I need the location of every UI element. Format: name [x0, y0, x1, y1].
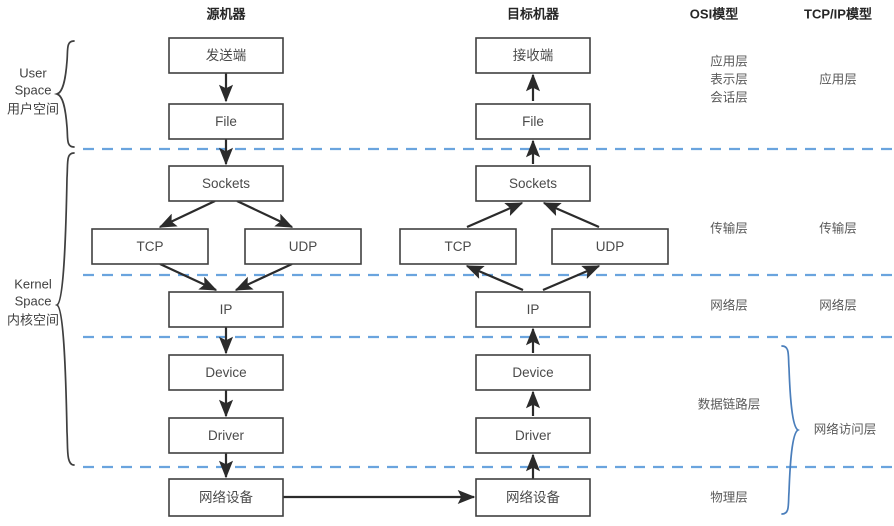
node-src-tcp-label: TCP	[137, 239, 164, 254]
flow-dst-udp-to-sockets	[542, 201, 600, 229]
node-src-device[interactable]: Device	[168, 354, 284, 391]
osi-layer-transport: 传输层	[710, 220, 748, 235]
node-src-file-label: File	[215, 114, 237, 129]
node-dst-driver[interactable]: Driver	[475, 417, 591, 454]
node-dst-ip-label: IP	[527, 302, 540, 317]
tcpip-layer-application: 应用层	[819, 71, 857, 86]
user-space-label-line2: Space	[15, 82, 52, 97]
osi-application-line1: 应用层	[710, 53, 748, 68]
node-src-ip[interactable]: IP	[168, 291, 284, 328]
flow-src-tcp-to-ip	[159, 263, 218, 291]
node-src-sockets-label: Sockets	[202, 176, 250, 191]
tcpip-layer-internet: 网络层	[819, 297, 857, 312]
node-src-netdev-label: 网络设备	[199, 489, 253, 505]
brace-user-space	[53, 40, 75, 148]
node-dst-sockets-label: Sockets	[509, 176, 557, 191]
node-src-ip-label: IP	[220, 302, 233, 317]
header-tcpip-model: TCP/IP模型	[804, 6, 872, 21]
osi-application-line3: 会话层	[710, 90, 748, 104]
tcpip-layer-network-access: 网络访问层	[814, 421, 877, 436]
kernel-space-label-line1: Kernel	[14, 276, 52, 291]
node-dst-device[interactable]: Device	[475, 354, 591, 391]
header-source-machine: 源机器	[206, 6, 246, 21]
node-dst-file[interactable]: File	[475, 103, 591, 140]
node-dst-ip[interactable]: IP	[475, 291, 591, 328]
flow-dst-ip-to-udp	[542, 264, 601, 292]
flow-src-sockets-to-udp	[236, 200, 294, 228]
node-dst-receiver-label: 接收端	[513, 47, 554, 63]
flow-dst-tcp-to-sockets	[466, 201, 524, 229]
node-dst-file-label: File	[522, 114, 544, 129]
node-dst-udp-label: UDP	[596, 239, 625, 254]
node-dst-driver-label: Driver	[515, 428, 552, 443]
brace-network-access	[781, 345, 800, 515]
node-src-driver[interactable]: Driver	[168, 417, 284, 454]
node-dst-tcp-label: TCP	[445, 239, 472, 254]
flow-src-udp-to-ip	[234, 263, 293, 291]
node-src-udp[interactable]: UDP	[244, 228, 362, 265]
user-space-label-line3: 用户空间	[7, 101, 59, 116]
osi-application-line2: 表示层	[710, 72, 748, 86]
flow-src-sockets-to-tcp	[158, 200, 216, 228]
node-src-netdev[interactable]: 网络设备	[168, 478, 284, 517]
flow-dst-ip-to-tcp	[465, 264, 524, 292]
kernel-space-label-line3: 内核空间	[7, 312, 59, 327]
node-src-tcp[interactable]: TCP	[91, 228, 209, 265]
osi-layer-network: 网络层	[710, 297, 748, 312]
tcpip-layer-transport: 传输层	[819, 220, 857, 235]
node-src-driver-label: Driver	[208, 428, 245, 443]
node-src-device-label: Device	[205, 365, 246, 380]
node-dst-receiver[interactable]: 接收端	[475, 37, 591, 74]
header-osi-model: OSI模型	[690, 6, 738, 21]
osi-layer-datalink: 数据链路层	[698, 396, 761, 411]
node-src-sender-label: 发送端	[206, 48, 247, 63]
node-dst-sockets[interactable]: Sockets	[475, 165, 591, 202]
node-dst-udp[interactable]: UDP	[551, 228, 669, 265]
node-src-sockets[interactable]: Sockets	[168, 165, 284, 202]
osi-layer-physical: 物理层	[710, 490, 748, 504]
node-dst-netdev-label: 网络设备	[506, 489, 560, 505]
header-dest-machine: 目标机器	[507, 6, 560, 21]
brace-kernel-space	[54, 152, 75, 466]
node-src-file[interactable]: File	[168, 103, 284, 140]
node-dst-netdev[interactable]: 网络设备	[475, 478, 591, 517]
osi-layer-application: 应用层 表示层 会话层	[710, 53, 748, 104]
node-dst-device-label: Device	[512, 365, 553, 380]
node-src-sender[interactable]: 发送端	[168, 37, 284, 74]
node-dst-tcp[interactable]: TCP	[399, 228, 517, 265]
node-src-udp-label: UDP	[289, 239, 318, 254]
kernel-space-label-line2: Space	[15, 293, 52, 308]
user-space-label-line1: User	[19, 65, 47, 80]
